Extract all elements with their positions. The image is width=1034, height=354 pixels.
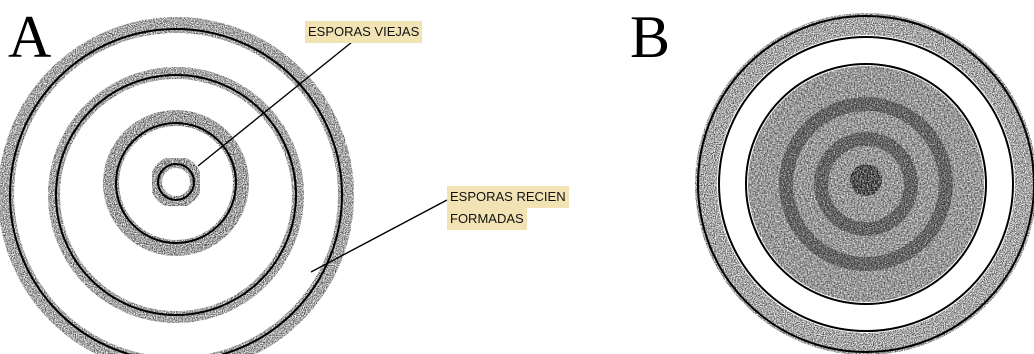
panel-label-b: B	[630, 4, 671, 70]
panel-b-middle-ring	[718, 36, 1014, 332]
panel-a-outer-ring	[9, 28, 343, 354]
panel-a-rings	[0, 17, 354, 354]
panel-a-middle-ring	[55, 74, 297, 316]
panel-b-center-spot	[850, 164, 882, 196]
panel-a-middle-texture	[48, 67, 304, 323]
panel-a-core-ring	[157, 163, 195, 201]
panel-label-a: A	[8, 4, 52, 70]
panel-a-outer-texture	[0, 17, 354, 354]
callout-old-spores-text: ESPORAS VIEJAS	[305, 21, 423, 43]
callout-new-spores-line1: ESPORAS RECIEN	[447, 186, 569, 208]
panel-b-inner-texture-rings-2	[814, 132, 918, 236]
panel-b-outer-texture	[695, 13, 1034, 354]
callout-old-spores: ESPORAS VIEJAS	[305, 21, 423, 43]
panel-b-outer-ring	[697, 15, 1034, 353]
panel-a-inner-texture	[103, 110, 249, 256]
callout-new-spores-line2: FORMADAS	[447, 208, 527, 230]
leader-line-old-spores	[197, 41, 353, 167]
leader-line-new-spores	[310, 199, 448, 273]
panel-b-inner-ring	[745, 63, 987, 305]
callout-new-spores: ESPORAS RECIEN FORMADAS	[447, 186, 597, 230]
panel-b-inner-texture-rings	[779, 97, 953, 271]
panel-a-core-texture	[150, 156, 202, 208]
panel-a-inner-ring	[115, 122, 237, 244]
panel-b-disc	[695, 13, 1034, 354]
